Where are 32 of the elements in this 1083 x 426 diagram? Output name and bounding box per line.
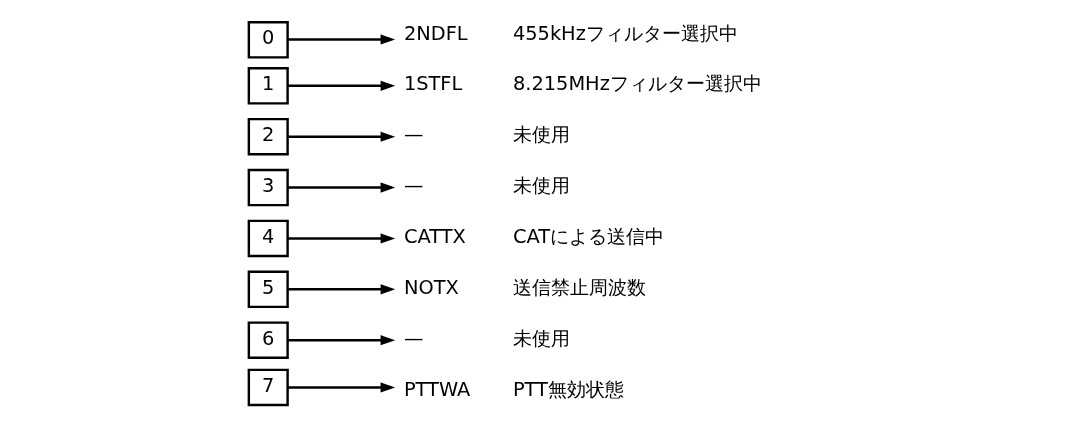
node-box: 0 [247,21,289,59]
node-box: 4 [247,219,289,258]
arrow [287,182,395,193]
node-text: 1STFL [403,72,462,96]
node-text: — [403,326,423,350]
arrow [287,131,395,142]
arrow [287,335,395,346]
node-label: 455kHzフィルター選択中 [512,21,738,45]
node-label: 未使用 [512,326,570,350]
node-box: 2 [247,117,289,156]
node-box: 1 [247,67,289,105]
node-label: PTT無効状態 [512,377,624,401]
arrow [287,284,395,295]
node-text: PTTWA [403,377,470,401]
node-text: NOTX [403,275,459,299]
node-label: CATによる送信中 [512,225,664,249]
node-text: — [403,123,423,147]
arrow [287,80,395,91]
node-box: 6 [247,321,289,359]
node-label: 未使用 [512,174,570,198]
node-label: 8.215MHzフィルター選択中 [512,72,762,96]
node-text: — [403,174,423,198]
node-box: 7 [247,368,289,407]
node-label: 送信禁止周波数 [512,275,646,299]
node-text: CATTX [403,225,466,249]
arrow [287,34,395,45]
node-box: 3 [247,168,289,207]
arrow [287,233,395,244]
node-text: 2NDFL [403,21,468,45]
node-box: 5 [247,270,289,309]
node-label: 未使用 [512,123,570,147]
arrow [287,382,395,393]
